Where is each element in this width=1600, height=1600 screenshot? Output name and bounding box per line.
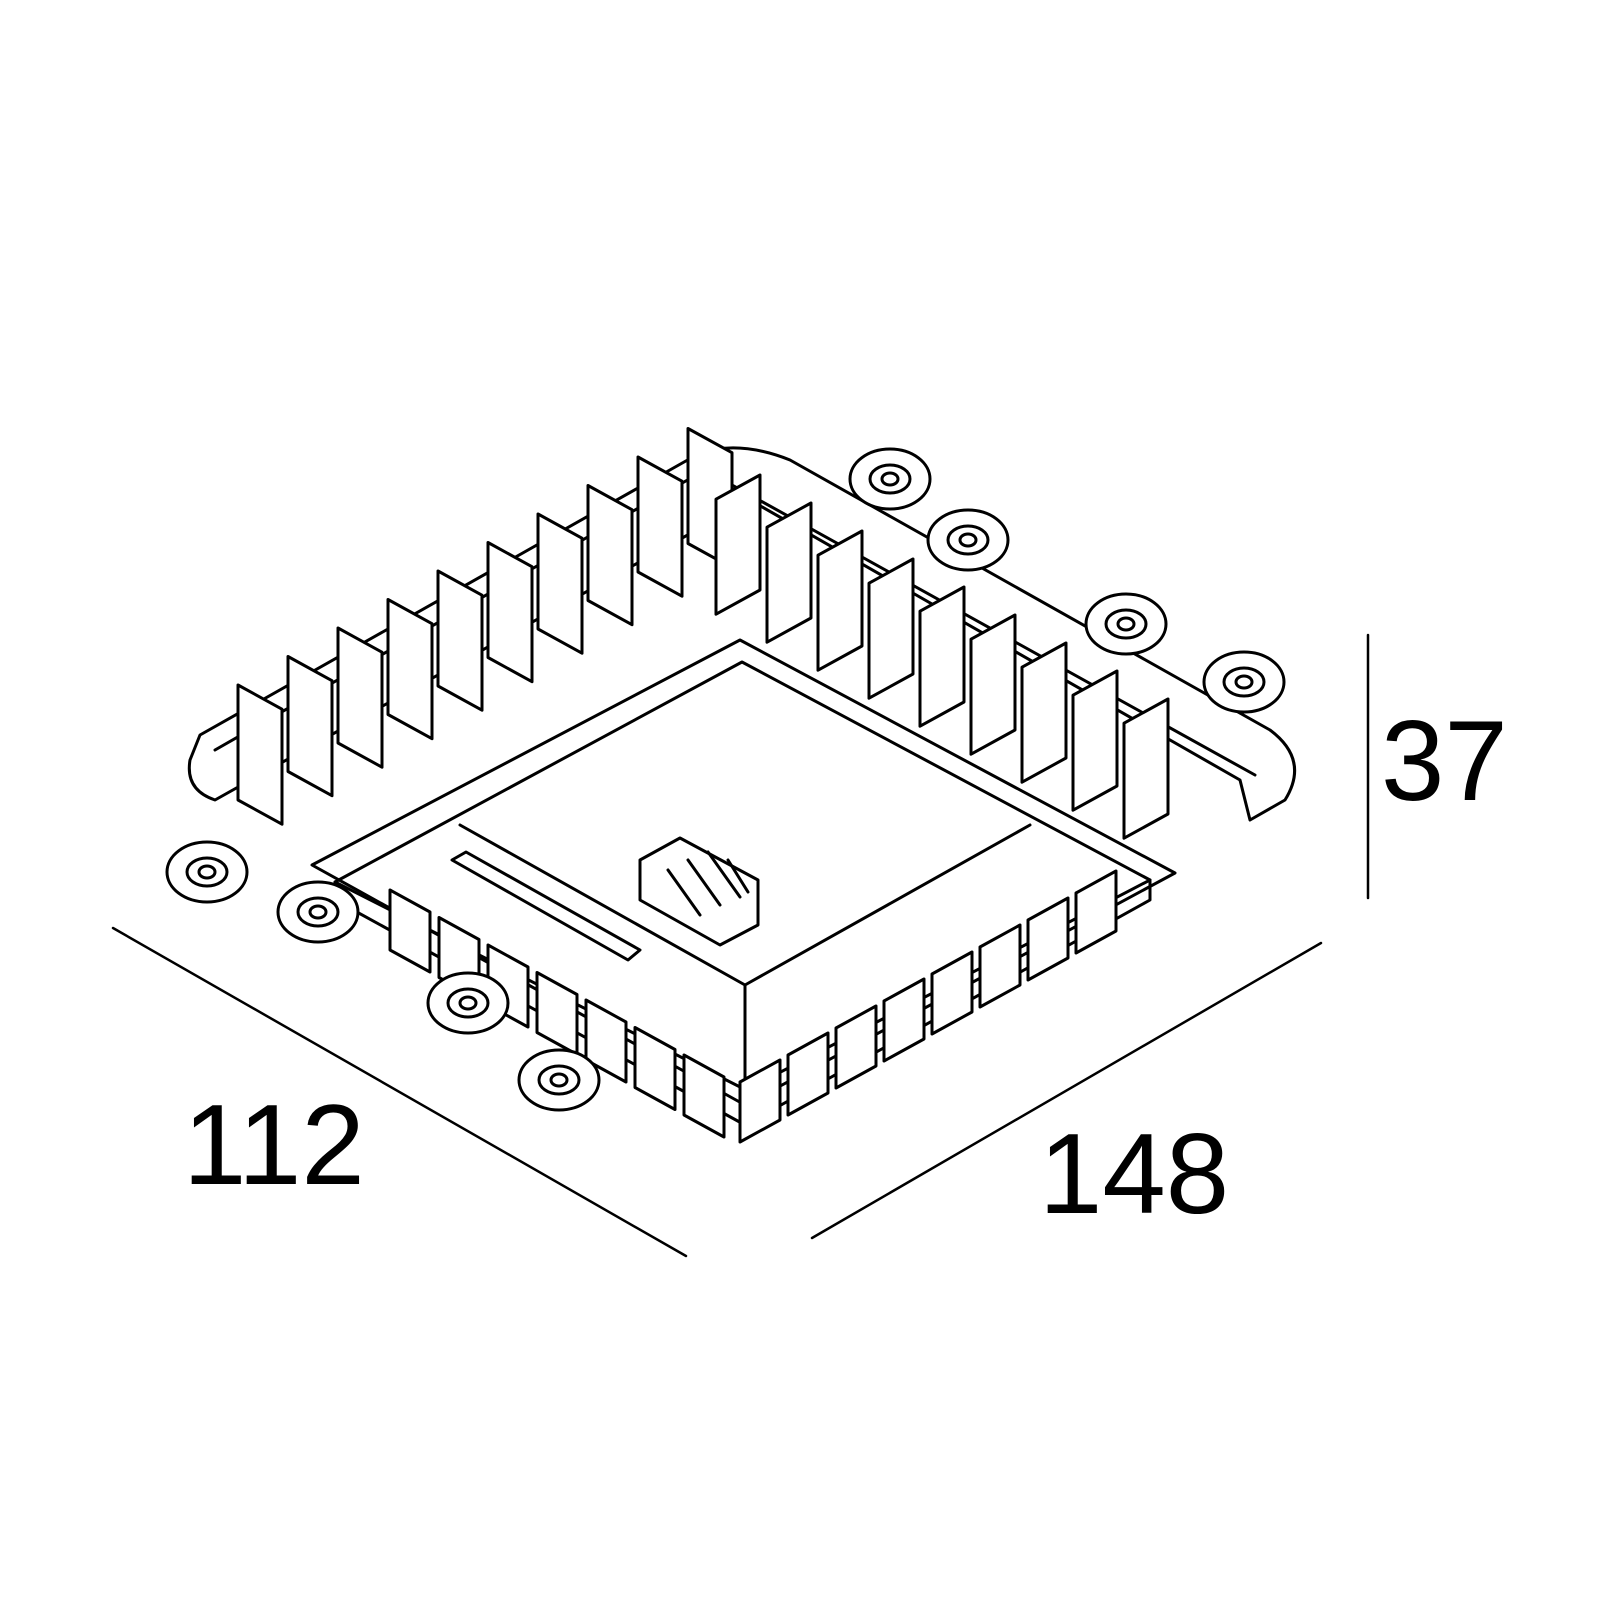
cooling-fin [584,998,628,1084]
cooling-fin [714,473,762,616]
cooling-fin [535,971,579,1056]
screw-hole-center [197,864,217,880]
fins-back-right [714,473,1170,840]
mounting-frame-outline [187,446,1297,822]
mounting-boss [517,1048,601,1112]
cooling-fin [930,950,974,1036]
cooling-fin [867,557,915,700]
screw-hole-center [1116,616,1136,632]
connector-slot [450,850,642,962]
mounting-bosses [165,447,1286,1112]
cooling-fin [388,888,432,974]
mounting-boss [426,971,510,1035]
cooling-fin [586,484,634,627]
cooling-fin [738,1058,782,1144]
cooling-fin [816,529,864,672]
dimension-lines [111,633,1370,1258]
dimension-label-width: 148 [1039,1111,1229,1238]
cooling-fin [1020,641,1068,784]
cooling-fin [765,501,813,644]
cooling-fin [786,1031,830,1117]
cooling-fin [336,626,384,769]
cooling-fin [1122,697,1170,840]
cooling-fin [286,655,334,798]
cooling-fin [834,1004,878,1090]
screw-hole [537,1064,581,1096]
cooling-fin [918,585,966,728]
cooling-fin [633,1026,677,1111]
screw-hole-center [308,904,328,920]
dimension-label-depth: 112 [183,1082,365,1209]
dimension-line-depth [111,926,688,1258]
screw-hole-center [458,995,478,1011]
mounting-boss [165,840,249,904]
mounting-boss [276,880,360,944]
cooling-fin [882,977,926,1063]
screw-hole [1222,666,1266,698]
mounting-boss [1202,650,1286,714]
screw-hole-center [958,532,978,548]
screw-hole-center [1234,674,1254,690]
screw-hole [868,463,912,495]
cooling-fin [682,1053,726,1139]
cooling-fin [236,683,284,826]
dimension-label-height: 37 [1381,698,1508,825]
screw-hole [946,524,990,556]
cooling-fin [1074,869,1118,955]
fins-front-left [388,888,726,1139]
cooling-fin [386,598,434,741]
housing-front-face [458,823,1032,987]
screw-hole [185,856,229,888]
fins-back-left [236,427,734,826]
screw-hole-center [880,471,900,487]
screw-hole [1104,608,1148,640]
cooling-fin [1026,896,1070,982]
cooling-fin [536,512,584,655]
fins-front-right [738,869,1118,1144]
cooling-fin [978,923,1022,1009]
mounting-boss [926,508,1010,572]
screw-hole [296,896,340,928]
screw-hole-center [549,1072,569,1088]
cooling-fin [1071,669,1119,812]
mounting-boss [1084,592,1168,656]
cooling-fin [486,541,534,684]
terminal-pins [666,850,750,917]
cooling-fin [636,455,684,598]
terminal-block [638,836,760,947]
cooling-fin [969,613,1017,756]
screw-hole [446,987,490,1019]
dimension-line-width [810,941,1323,1240]
mounting-boss [848,447,932,511]
cooling-fin [436,569,484,712]
